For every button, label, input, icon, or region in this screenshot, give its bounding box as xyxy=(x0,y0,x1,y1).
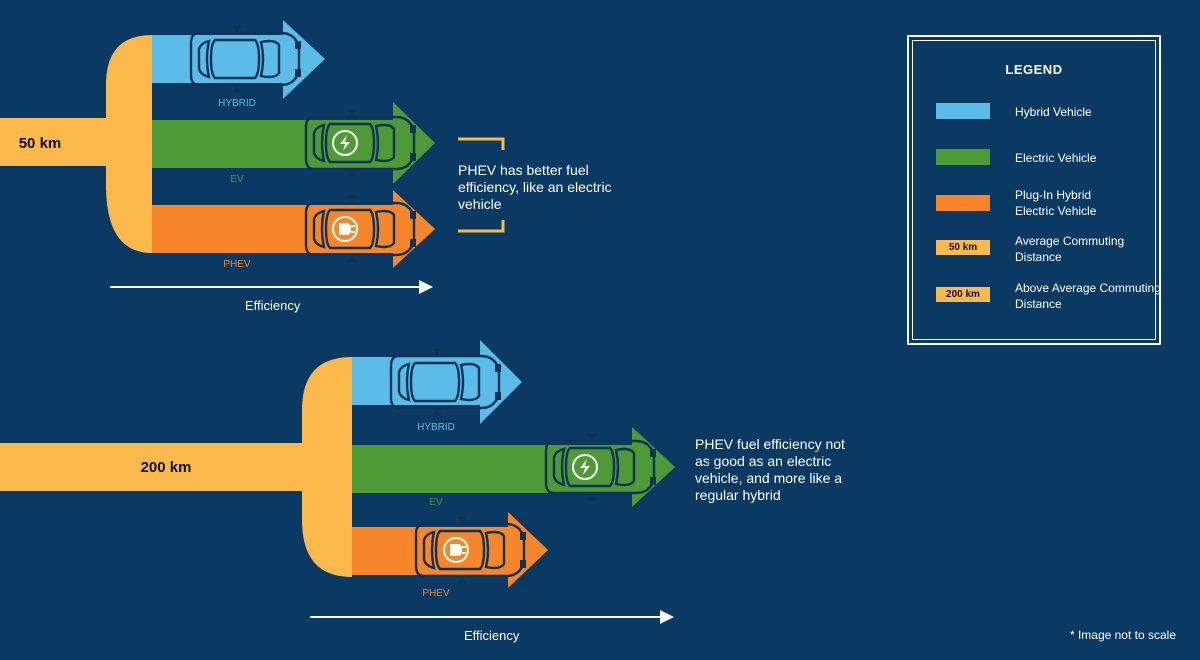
bottom-phev-arrow xyxy=(352,512,548,588)
legend-label-phev: Plug-In Hybrid Electric Vehicle xyxy=(1015,188,1097,218)
top-hybrid-arrow xyxy=(152,20,325,99)
top-hybrid-label: HYBRID xyxy=(218,98,256,109)
legend-swatch-ev xyxy=(936,149,990,165)
bottom-hybrid-arrow xyxy=(352,340,522,424)
top-ev-arrow xyxy=(152,102,435,184)
legend-badge-200km: 200 km xyxy=(936,287,990,302)
top-efficiency-label: Efficiency xyxy=(245,298,301,313)
legend-swatch-hybrid xyxy=(936,103,990,119)
scale-footnote: * Image not to scale xyxy=(1069,628,1176,642)
legend-title: LEGEND xyxy=(1005,62,1063,77)
top-phev-arrow xyxy=(152,190,435,268)
top-distance-label: 50 km xyxy=(19,135,62,152)
bottom-distance-trunk xyxy=(0,357,352,577)
bottom-ev-arrow xyxy=(352,427,675,507)
bottom-distance-label: 200 km xyxy=(141,459,192,476)
bottom-ev-label: EV xyxy=(429,497,443,508)
legend: LEGEND Hybrid Vehicle Electric Vehicle P… xyxy=(907,35,1161,345)
top-phev-label: PHEV xyxy=(223,259,251,270)
bottom-distance-bar xyxy=(0,443,306,491)
top-note-bracket xyxy=(458,137,505,233)
legend-label-50km: Average Commuting Distance xyxy=(1015,234,1125,264)
legend-badge-50km: 50 km xyxy=(936,240,990,255)
bottom-phev-label: PHEV xyxy=(422,588,450,599)
top-distance-bar xyxy=(0,118,110,166)
top-note: PHEV has better fuel efficiency, like an… xyxy=(458,162,612,212)
bottom-hybrid-label: HYBRID xyxy=(417,422,455,433)
bottom-efficiency-label: Efficiency xyxy=(464,628,520,643)
legend-label-ev: Electric Vehicle xyxy=(1015,151,1097,165)
legend-label-200km: Above Average Commuting Distance xyxy=(1015,281,1161,311)
top-distance-trunk xyxy=(0,35,152,253)
legend-label-hybrid: Hybrid Vehicle xyxy=(1015,105,1092,119)
legend-swatch-phev xyxy=(936,195,990,211)
top-ev-label: EV xyxy=(230,174,244,185)
bottom-note: PHEV fuel efficiency not as good as an e… xyxy=(695,436,845,503)
